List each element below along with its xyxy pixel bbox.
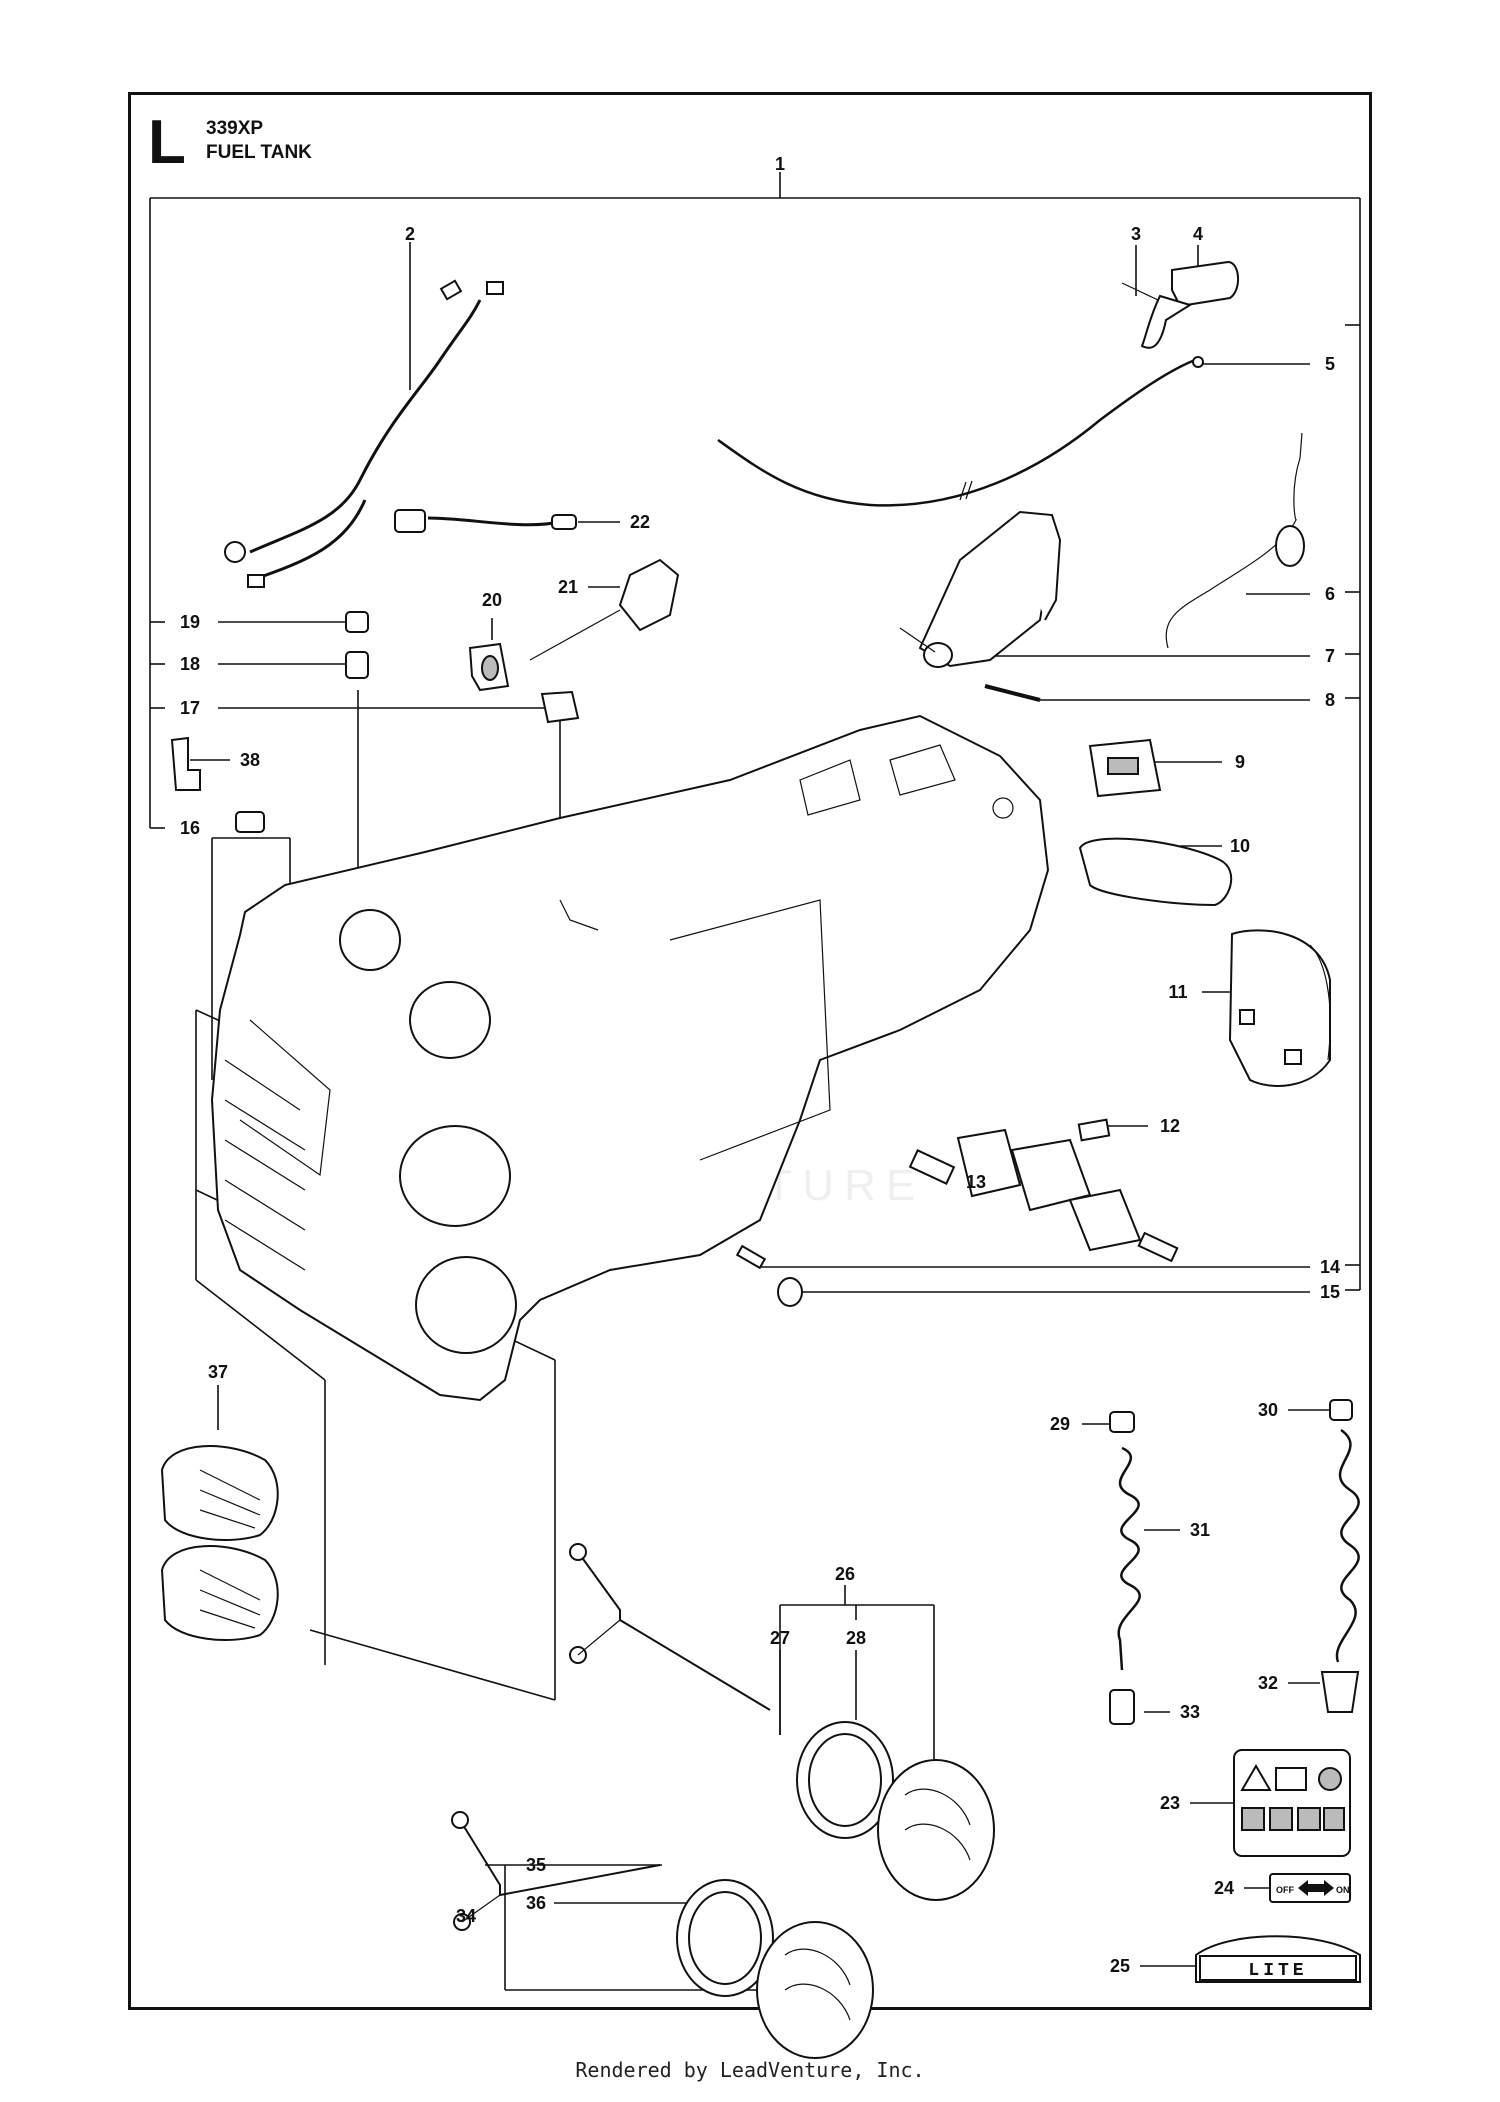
av-buffer-part (160, 1445, 279, 1641)
off-text: OFF (1276, 1885, 1294, 1895)
callout-28: 28 (846, 1628, 866, 1648)
callout-labels: 1 2 3 4 5 6 7 8 9 10 11 12 13 14 15 16 1… (180, 154, 1340, 1976)
fittings-part (170, 611, 369, 833)
fuel-filter-part (1109, 1411, 1141, 1725)
callout-34: 34 (456, 1906, 476, 1926)
trigger-bracket-part (899, 510, 1062, 702)
on-off-decal-part: OFF ON (1269, 1873, 1351, 1903)
callout-29: 29 (1050, 1414, 1070, 1434)
stop-switch-part (1088, 738, 1162, 798)
oil-filter-part (1320, 1399, 1360, 1713)
callout-32: 32 (1258, 1673, 1278, 1693)
callout-18: 18 (180, 654, 200, 674)
lite-decal-part: LITE (1195, 1935, 1361, 1983)
callout-2: 2 (405, 224, 415, 244)
throttle-cable-part (717, 356, 1204, 507)
callout-31: 31 (1190, 1520, 1210, 1540)
callout-35: 35 (526, 1855, 546, 1875)
callout-38: 38 (240, 750, 260, 770)
cover-part (1078, 837, 1233, 907)
side-cover-part (1228, 929, 1331, 1087)
callout-30: 30 (1258, 1400, 1278, 1420)
callout-6: 6 (1325, 584, 1335, 604)
callout-14: 14 (1320, 1257, 1340, 1277)
callout-19: 19 (180, 612, 200, 632)
callout-21: 21 (558, 577, 578, 597)
callout-11: 11 (1168, 982, 1187, 1002)
callout-7: 7 (1325, 646, 1335, 666)
callout-10: 10 (1230, 836, 1250, 856)
callout-37: 37 (208, 1362, 228, 1382)
fuel-cap-part (569, 1543, 995, 1901)
model-number: 339XP (206, 118, 264, 139)
callout-13: 13 (966, 1172, 986, 1192)
grommet-part (468, 558, 680, 724)
warning-decal-part (1233, 1749, 1351, 1857)
callout-23: 23 (1160, 1793, 1180, 1813)
oil-cap-part (451, 1811, 874, 2059)
on-text: ON (1336, 1885, 1350, 1895)
diagram-frame (128, 92, 1372, 2010)
throttle-lever-part (1121, 260, 1239, 349)
callout-5: 5 (1325, 354, 1335, 374)
callout-26: 26 (835, 1564, 855, 1584)
leader-lines (149, 172, 1361, 1991)
callout-1: 1 (775, 154, 785, 174)
callout-12: 12 (1160, 1116, 1180, 1136)
callout-20: 20 (482, 590, 502, 610)
callout-3: 3 (1131, 224, 1141, 244)
callout-22: 22 (630, 512, 650, 532)
screw-part (735, 1244, 803, 1307)
callout-9: 9 (1235, 752, 1245, 772)
callout-27: 27 (770, 1628, 790, 1648)
wiring-harness-part (224, 279, 504, 588)
lite-text: LITE (1248, 1961, 1307, 1981)
fuel-tank-body (210, 714, 1050, 1402)
callout-17: 17 (180, 698, 200, 718)
diagram-title: FUEL TANK (206, 142, 312, 163)
callout-24: 24 (1214, 1878, 1234, 1898)
footer-credit: Rendered by LeadVenture, Inc. (575, 2058, 925, 2082)
callout-8: 8 (1325, 690, 1335, 710)
switch-cable-part (394, 509, 577, 533)
spring-part (1165, 432, 1305, 649)
callout-36: 36 (526, 1893, 546, 1913)
callout-15: 15 (1320, 1282, 1340, 1302)
av-mount-part (908, 1118, 1179, 1263)
callout-25: 25 (1110, 1956, 1130, 1976)
section-letter: L (148, 108, 186, 177)
callout-4: 4 (1193, 224, 1203, 244)
callout-16: 16 (180, 818, 200, 838)
callout-33: 33 (1180, 1702, 1200, 1722)
